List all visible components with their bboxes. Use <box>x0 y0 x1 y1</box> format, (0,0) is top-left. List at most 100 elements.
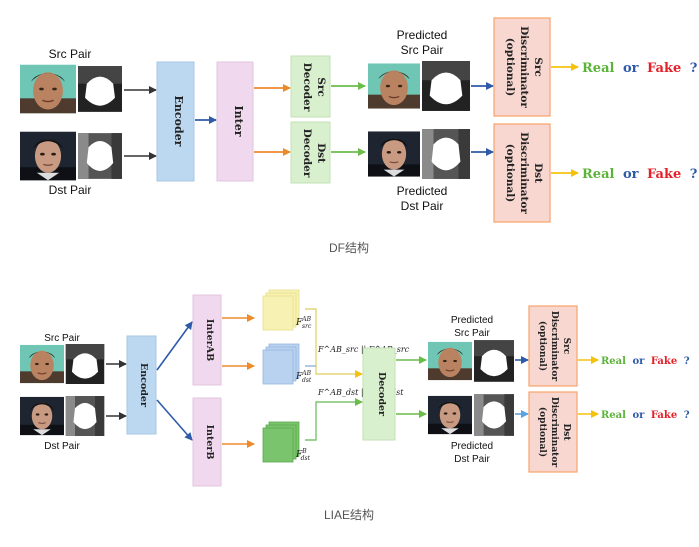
liae-arrow-encoder-to-interb <box>156 399 193 441</box>
liae-dst-verdict-or: or <box>632 410 645 421</box>
liae-f-dst-ab-base: F <box>295 372 303 382</box>
liae-src-disc-line2: Discriminator <box>549 311 559 381</box>
liae-src-verdict-q: ? <box>684 356 690 367</box>
liae-dst-pair-label: Dst Pair <box>44 441 80 452</box>
liae-interb-block <box>192 397 222 487</box>
df-src-decoder-line2: Decoder <box>301 63 313 112</box>
liae-decoder-label: Decoder <box>376 372 387 417</box>
liae-f-dst-b-base: F <box>295 450 303 460</box>
df-src-verdict-or: or <box>623 61 639 76</box>
liae-feature-dst-b <box>262 421 300 463</box>
liae-f-src-ab-sub: src <box>302 323 312 330</box>
df-pred-dst-label-2: Dst Pair <box>401 199 444 213</box>
df-encoder-label: Encoder <box>172 96 185 147</box>
df-dst-verdict-q: ? <box>690 167 698 182</box>
df-diagram: Src Pair Dst Pair Encoder Inter Src Deco… <box>20 17 698 255</box>
liae-link-fsrc-to-decoder <box>305 308 363 378</box>
liae-dst-disc-line1: Dst <box>561 423 571 441</box>
df-src-face-mask <box>78 66 122 112</box>
liae-src-disc-line3: (optional) <box>537 321 548 371</box>
df-inter-label: Inter <box>232 105 245 136</box>
df-dst-verdict: Real or Fake ? <box>582 167 698 182</box>
liae-dst-face-photo <box>20 396 64 436</box>
liae-arrow-encoder-to-interab <box>156 321 193 371</box>
liae-dst-discriminator-block <box>528 391 578 473</box>
df-pred-dst-face-photo <box>368 130 420 178</box>
liae-concat-dst-label: F^AB_dst || F^B_dst <box>317 388 404 397</box>
liae-f-dst-b-sup: B <box>301 448 307 455</box>
df-dst-disc-line2: Discriminator <box>518 132 530 214</box>
df-src-verdict-q: ? <box>690 61 698 76</box>
liae-decoder-block <box>362 347 396 441</box>
df-inter-block <box>216 61 254 182</box>
liae-src-pair-label: Src Pair <box>44 333 80 344</box>
df-dst-face-mask <box>78 133 122 179</box>
liae-f-dst-b-sub: dst <box>301 455 311 462</box>
liae-src-verdict: Real or Fake ? <box>601 356 690 367</box>
liae-f-src-ab-sup: AB <box>301 316 311 323</box>
liae-feature-src-ab <box>262 289 300 331</box>
liae-pred-src-label-2: Src Pair <box>454 328 490 339</box>
liae-dst-disc-line3: (optional) <box>537 407 548 457</box>
liae-caption: LIAE结构 <box>324 507 374 522</box>
liae-interb-label: InterB <box>204 425 215 460</box>
df-src-verdict-fake: Fake <box>647 61 681 76</box>
df-pred-src-face-photo <box>368 62 420 110</box>
df-dst-discriminator-block <box>493 123 551 223</box>
liae-feature-dst-ab <box>262 343 300 385</box>
df-src-decoder-block <box>290 55 331 118</box>
df-dst-disc-line3: (optional) <box>504 144 516 203</box>
df-dst-verdict-real: Real <box>582 167 614 182</box>
liae-src-disc-line1: Src <box>561 338 571 355</box>
liae-pred-dst-label-1: Predicted <box>451 441 493 452</box>
liae-f-src-ab-base: F <box>295 318 303 328</box>
liae-link-fdstb-to-decoder <box>305 398 363 441</box>
liae-pred-dst-face-photo <box>428 395 472 435</box>
df-src-disc-line3: (optional) <box>504 38 516 97</box>
liae-dst-verdict-real: Real <box>601 410 626 421</box>
df-src-verdict-real: Real <box>582 61 614 76</box>
liae-pred-src-face-mask <box>474 340 514 382</box>
df-src-decoder-line1: Src <box>315 77 327 97</box>
df-pred-src-face-mask <box>422 61 470 111</box>
df-src-discriminator-block <box>493 17 551 117</box>
liae-f-dst-ab-sub: dst <box>302 377 312 384</box>
liae-encoder-block <box>126 335 157 435</box>
liae-dst-disc-line2: Discriminator <box>549 397 559 467</box>
df-src-face-photo <box>20 64 76 114</box>
liae-dst-verdict-q: ? <box>684 410 690 421</box>
df-dst-face-photo <box>20 131 76 181</box>
liae-src-verdict-fake: Fake <box>651 356 677 367</box>
df-pred-dst-label-1: Predicted <box>397 184 448 198</box>
df-pred-src-label-2: Src Pair <box>401 43 444 57</box>
df-dst-decoder-line1: Dst <box>315 143 327 163</box>
liae-dst-verdict: Real or Fake ? <box>601 410 690 421</box>
df-src-disc-line2: Discriminator <box>518 26 530 108</box>
liae-src-face-photo <box>20 344 64 384</box>
liae-src-verdict-or: or <box>632 356 645 367</box>
liae-diagram: Src Pair Dst Pair Encoder InterAB InterB… <box>20 289 690 522</box>
liae-dst-face-mask <box>65 396 105 436</box>
df-pred-src-label-1: Predicted <box>397 28 448 42</box>
df-src-disc-line1: Src <box>532 57 544 77</box>
liae-dst-verdict-fake: Fake <box>651 410 677 421</box>
liae-encoder-label: Encoder <box>138 363 149 408</box>
df-encoder-block <box>156 61 195 182</box>
df-dst-decoder-line2: Decoder <box>301 129 313 178</box>
liae-src-verdict-real: Real <box>601 356 626 367</box>
liae-src-discriminator-block <box>528 305 578 387</box>
liae-interab-block <box>192 294 222 386</box>
df-dst-disc-line1: Dst <box>532 163 544 183</box>
liae-src-face-mask <box>65 344 105 384</box>
df-caption: DF结构 <box>329 240 369 255</box>
liae-pred-dst-face-mask <box>474 394 514 436</box>
liae-pred-src-label-1: Predicted <box>451 315 493 326</box>
liae-f-dst-ab-sup: AB <box>301 370 311 377</box>
df-dst-verdict-or: or <box>623 167 639 182</box>
df-src-pair-label: Src Pair <box>49 47 92 61</box>
df-src-verdict: Real or Fake ? <box>582 61 698 76</box>
df-pred-dst-face-mask <box>422 129 470 179</box>
